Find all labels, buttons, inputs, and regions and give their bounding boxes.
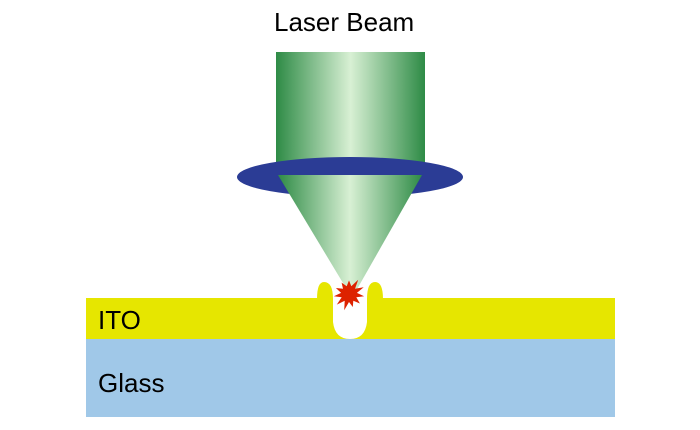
laser-beam-column: [276, 52, 425, 172]
groove-rim-right: [367, 282, 383, 299]
glass-layer-label: Glass: [98, 368, 165, 398]
glass-layer: [86, 338, 615, 417]
laser-beam-title: Laser Beam: [274, 7, 415, 37]
groove-rim-left: [317, 282, 333, 299]
ablation-groove: [333, 298, 367, 339]
spark-burst: [333, 279, 365, 311]
ito-layer-label: ITO: [98, 305, 141, 335]
focused-beam-cone: [278, 175, 422, 298]
